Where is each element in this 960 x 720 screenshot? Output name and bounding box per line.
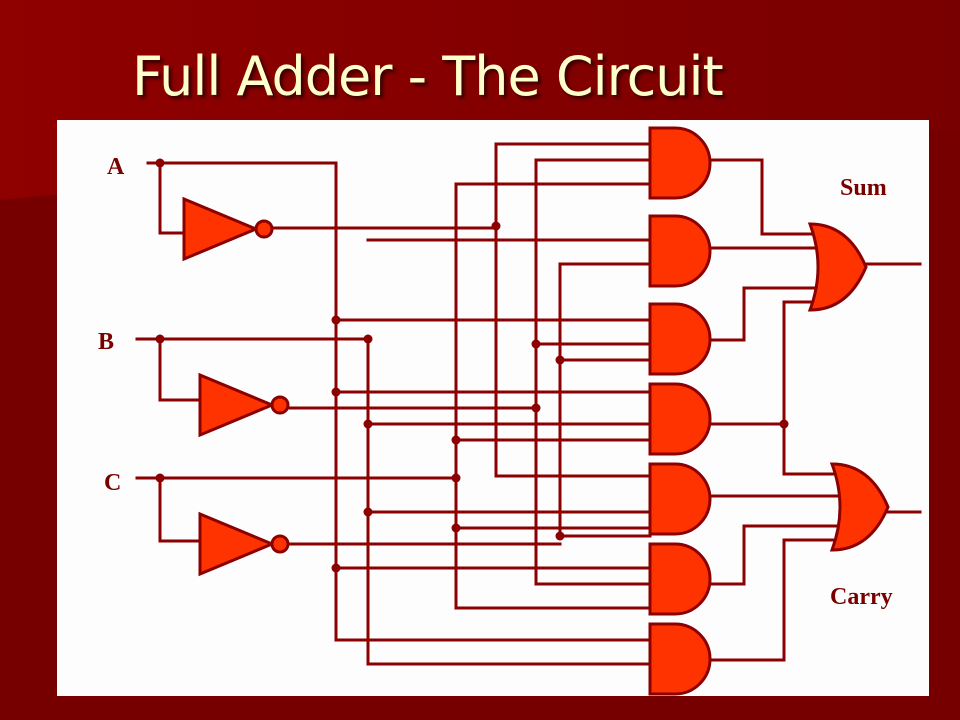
- junction-dot: [331, 563, 341, 573]
- not-gate-bubble: [270, 534, 290, 554]
- junction-dot: [331, 315, 341, 325]
- wire: [703, 158, 818, 236]
- junction-dot: [555, 355, 565, 365]
- wire-a: [146, 161, 652, 642]
- or-gate-sum: [807, 222, 868, 312]
- and-gate-7: [648, 622, 712, 696]
- not-gate-c: [198, 511, 290, 577]
- junction-dot: [155, 473, 165, 483]
- not-gate-body: [198, 511, 276, 577]
- wire-not-b-bus: [534, 158, 652, 586]
- wire: [703, 538, 838, 662]
- not-gate-bubble: [254, 219, 274, 239]
- wire: [703, 524, 842, 586]
- junction-dot: [331, 387, 341, 397]
- junction-dot: [531, 339, 541, 349]
- wire-b: [135, 337, 652, 666]
- junction-dot: [491, 221, 501, 231]
- wire-a-to-not: [158, 161, 187, 235]
- and-gate-6: [648, 542, 712, 616]
- wire-c-to-not: [158, 476, 202, 543]
- junction-dot: [451, 523, 461, 533]
- junction-dot: [779, 419, 789, 429]
- input-label-a: A: [107, 154, 125, 180]
- junction-dot: [531, 403, 541, 413]
- and-gate-5: [648, 462, 712, 536]
- not-gate-body: [198, 372, 276, 438]
- slide-title: Full Adder - The Circuit: [132, 45, 724, 108]
- not-gate-body: [182, 196, 260, 262]
- and-gate-1: [648, 126, 712, 200]
- wire: [703, 300, 820, 426]
- wire-c-bus: [454, 182, 652, 610]
- input-label-b: B: [98, 329, 114, 355]
- input-label-c: C: [104, 470, 121, 496]
- and-gate-4: [648, 382, 712, 456]
- and-gate-2: [648, 214, 712, 288]
- wire-not-c-bus: [558, 262, 652, 538]
- junction-dot: [363, 419, 373, 429]
- circuit-panel: A B C Sum Carry: [57, 120, 929, 696]
- junction-dot: [451, 473, 461, 483]
- wire-b-to-not: [158, 337, 202, 402]
- output-label-sum: Sum: [840, 175, 887, 201]
- wire: [703, 286, 822, 342]
- junction-dot: [363, 507, 373, 517]
- or-gate-carry: [829, 462, 890, 552]
- not-gate-b: [198, 372, 290, 438]
- not-gate-bubble: [270, 395, 290, 415]
- junction-dot: [155, 334, 165, 344]
- junction-dot: [555, 531, 565, 541]
- and-gate-3: [648, 302, 712, 376]
- wire-not-a-bus: [494, 142, 652, 478]
- output-label-carry: Carry: [830, 584, 893, 610]
- junction-dot: [363, 334, 373, 344]
- junction-dot: [451, 435, 461, 445]
- wire: [782, 422, 838, 476]
- not-gate-a: [182, 196, 274, 262]
- junction-dot: [155, 158, 165, 168]
- full-adder-circuit: A B C Sum Carry: [98, 126, 922, 696]
